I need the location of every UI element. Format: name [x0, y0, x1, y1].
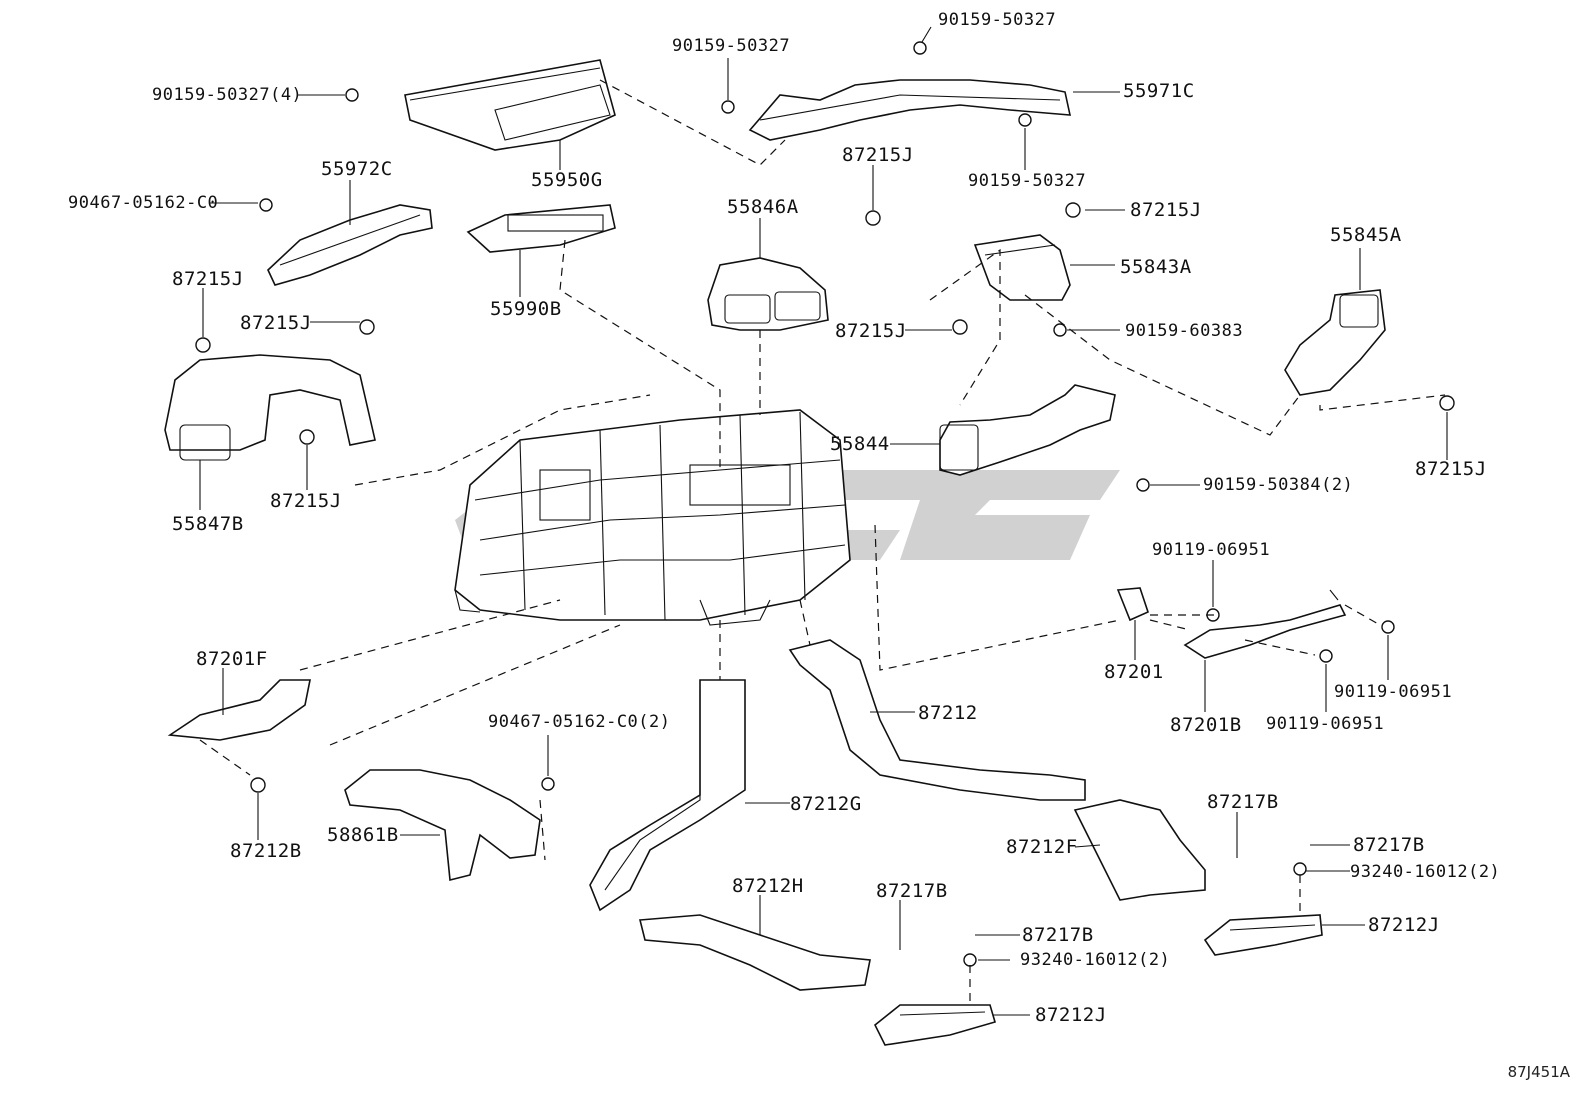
- part-87201-linkage: [1116, 587, 1347, 659]
- callout-55990b: 55990B: [490, 298, 562, 320]
- callout-90159-60383: 90159-60383: [1125, 321, 1244, 341]
- callout-90467-05162-c0-2: 90467-05162-C0(2): [488, 712, 671, 732]
- leader-lines: [199, 26, 1448, 1016]
- callout-87215j-upper-right: 87215J: [1130, 199, 1202, 221]
- callout-87212j-right: 87212J: [1368, 914, 1440, 936]
- callout-87217b-bottom: 87217B: [1022, 924, 1094, 946]
- callout-87217b-mid-right: 87217B: [1207, 791, 1279, 813]
- callout-55950g: 55950G: [531, 169, 603, 191]
- part-87212g: [589, 679, 746, 912]
- callout-93240-16012-2-right: 93240-16012(2): [1350, 862, 1501, 882]
- callout-55845a: 55845A: [1330, 224, 1402, 246]
- callout-90119-06951-bottom: 90119-06951: [1266, 714, 1385, 734]
- part-55971c: [748, 79, 1072, 141]
- callout-87212: 87212: [918, 702, 978, 724]
- part-87212j-right: [1203, 914, 1323, 956]
- part-87212h: [638, 914, 871, 991]
- part-87212: [788, 639, 1086, 801]
- callout-87217b-far-right: 87217B: [1353, 834, 1425, 856]
- fastener-set: [195, 41, 1455, 967]
- part-87201f: [167, 679, 311, 741]
- part-55972c: [267, 204, 433, 286]
- callout-87212g: 87212G: [790, 793, 862, 815]
- part-87212j-left: [873, 1004, 996, 1046]
- callout-90119-06951-top: 90119-06951: [1152, 540, 1271, 560]
- callout-90467-05162-c0: 90467-05162-C0: [68, 193, 219, 213]
- part-87212f: [1073, 799, 1206, 901]
- callout-55844: 55844: [830, 433, 890, 455]
- callout-90119-06951-right: 90119-06951: [1334, 682, 1453, 702]
- callout-55847b: 55847B: [172, 513, 244, 535]
- callout-90159-50327-mid: 90159-50327: [672, 36, 791, 56]
- diagram-id-label: 87J451A: [1507, 1063, 1570, 1081]
- callout-55972c: 55972C: [321, 158, 393, 180]
- part-55950g: [404, 59, 616, 151]
- part-55844: [939, 384, 1116, 476]
- assembly-dashed-lines: [199, 79, 1446, 1005]
- callout-87217b-center: 87217B: [876, 880, 948, 902]
- part-55846a: [707, 257, 829, 331]
- part-55990b: [466, 204, 616, 253]
- callout-87212f: 87212F: [1006, 836, 1078, 858]
- hvac-unit-assembly: [454, 409, 851, 626]
- callout-87201: 87201: [1104, 661, 1164, 683]
- callout-87212j-left: 87212J: [1035, 1004, 1107, 1026]
- callout-93240-16012-2-left: 93240-16012(2): [1020, 950, 1171, 970]
- callout-55846a: 55846A: [727, 196, 799, 218]
- callout-90159-50327-right: 90159-50327: [968, 171, 1087, 191]
- callout-90159-50327-4: 90159-50327(4): [152, 85, 303, 105]
- callout-55971c: 55971C: [1123, 80, 1195, 102]
- callout-87215j-left-top: 87215J: [172, 268, 244, 290]
- callout-58861b: 58861B: [327, 824, 399, 846]
- callout-90159-50327-top: 90159-50327: [938, 10, 1057, 30]
- callout-87201f: 87201F: [196, 648, 268, 670]
- callout-90159-50384-2: 90159-50384(2): [1203, 475, 1354, 495]
- callout-87215j-lower-left: 87215J: [270, 490, 342, 512]
- callout-55843a: 55843A: [1120, 256, 1192, 278]
- part-55845a: [1284, 289, 1386, 396]
- callout-87215j-center: 87215J: [835, 320, 907, 342]
- callout-87212h: 87212H: [732, 875, 804, 897]
- part-55843a: [973, 234, 1071, 301]
- callout-87215j-left-mid: 87215J: [240, 312, 312, 334]
- callout-87215j-right: 87215J: [1415, 458, 1487, 480]
- callout-87215j-top: 87215J: [842, 144, 914, 166]
- callout-87201b: 87201B: [1170, 714, 1242, 736]
- part-55847b: [164, 354, 376, 461]
- part-58861b: [344, 769, 541, 882]
- callout-87212b: 87212B: [230, 840, 302, 862]
